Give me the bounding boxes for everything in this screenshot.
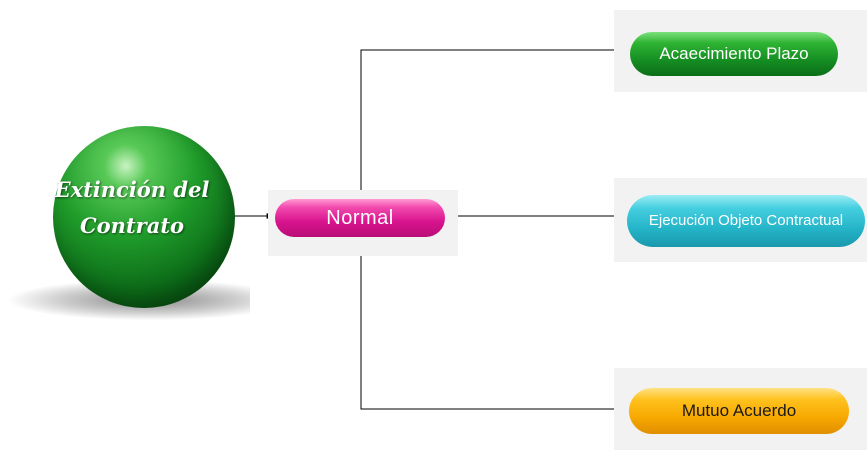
- connector-hub-to-plazo: [360, 47, 628, 199]
- root-label-line2: Contrato: [79, 213, 185, 238]
- outcome-node-acuerdo: Mutuo Acuerdo: [629, 388, 849, 434]
- connector-hub-to-acuerdo: [360, 237, 627, 412]
- root-label-line1: Extinción del: [54, 177, 210, 202]
- hub-node-normal: Normal: [275, 199, 445, 237]
- green-sphere: [53, 126, 235, 308]
- hub-label: Normal: [326, 206, 394, 229]
- outcome-label: Mutuo Acuerdo: [681, 401, 797, 420]
- outcome-label: Ejecución Objeto Contractual: [648, 212, 844, 229]
- outcome-node-ejecucion: Ejecución Objeto Contractual: [627, 195, 865, 247]
- root-node: Extinción del Contrato: [10, 120, 250, 320]
- outcome-node-plazo: Acaecimiento Plazo: [630, 32, 838, 76]
- root-label: Extinción del Contrato: [40, 172, 224, 244]
- outcome-label: Acaecimiento Plazo: [659, 44, 809, 63]
